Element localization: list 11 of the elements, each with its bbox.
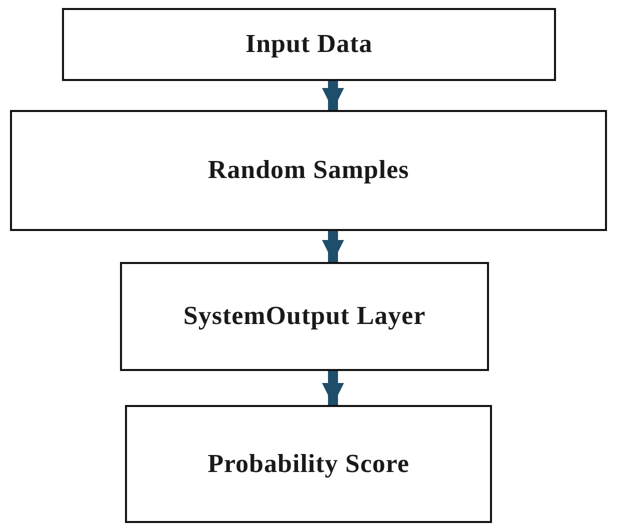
arrow — [322, 231, 344, 262]
process-box — [120, 262, 489, 371]
box-label: Random Samples — [208, 154, 410, 186]
arrow — [322, 81, 344, 110]
box-label: SystemOutput Layer — [183, 300, 426, 332]
process-box — [62, 8, 556, 81]
arrow — [322, 371, 344, 405]
process-box — [125, 405, 492, 523]
box-label: Input Data — [245, 28, 373, 60]
process-box — [10, 110, 607, 231]
box-label: Probability Score — [208, 448, 410, 480]
